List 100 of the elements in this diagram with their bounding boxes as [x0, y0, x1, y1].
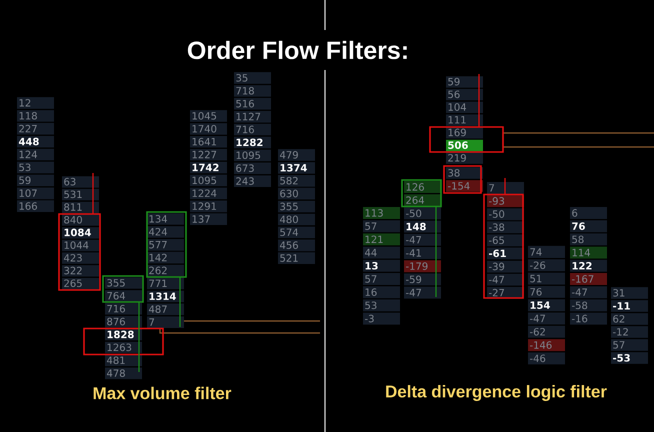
node-label: 111 [448, 116, 466, 124]
node-label: 59 [19, 176, 31, 184]
node-label: 718 [236, 86, 254, 95]
node-label: 57 [365, 222, 376, 230]
node-label: 57 [365, 275, 376, 283]
node-label: 124 [20, 150, 38, 158]
node-label: 487 [148, 305, 167, 313]
title: Order Flow Filters: [188, 40, 407, 60]
node-label: 771 [149, 280, 167, 287]
node-label: 516 [236, 100, 254, 108]
node-label: -26 [530, 261, 546, 270]
node-label: 122 [572, 262, 592, 270]
node-label: 355 [280, 202, 298, 210]
node-label: 59 [448, 78, 460, 86]
footprint-column: 355 764 716 876 1828 1263 481 478 [105, 277, 142, 380]
node-label: 76 [572, 222, 585, 230]
node-label: -65 [488, 236, 504, 244]
node-label: -46 [530, 354, 546, 362]
panel-caption: Delta divergence logic filter [386, 385, 607, 401]
node-label: 1044 [64, 241, 88, 249]
node-label: 840 [64, 216, 82, 224]
node-label: 574 [280, 228, 298, 236]
node-label: 531 [64, 190, 82, 198]
node-label: 322 [64, 266, 82, 274]
node-label: 811 [64, 203, 82, 211]
node-label: 265 [64, 279, 82, 288]
node-label: 764 [107, 292, 126, 300]
node-label: 478 [106, 369, 125, 377]
node-label: 423 [64, 254, 82, 262]
footprint-column: 74 -26 51 76 154 -47 -62 -146 -46 [528, 246, 565, 364]
node-label: -41 [406, 249, 421, 257]
node-label: 137 [192, 215, 210, 223]
node-label: 6 [572, 209, 578, 217]
node-label: 876 [107, 318, 125, 326]
node-label: -16 [572, 314, 588, 322]
node-label: 582 [280, 176, 298, 184]
node-label: -47 [488, 276, 504, 284]
node-label: -47 [572, 288, 587, 296]
node-label: 107 [20, 189, 37, 197]
node-label: -146 [530, 341, 552, 349]
node-label: -179 [406, 262, 428, 270]
node-label: 58 [572, 236, 584, 244]
node-label: 1314 [150, 292, 176, 300]
footprint-column: 12 118 227 448 124 53 59 107 166 [17, 97, 54, 212]
node-label: 716 [236, 126, 254, 134]
footprint-column: 35 718 516 1127 716 1282 1095 673 243 [234, 72, 271, 187]
node-label: -61 [489, 250, 506, 258]
node-label: -50 [406, 210, 422, 218]
node-label: 1282 [236, 138, 262, 146]
node-label: 577 [149, 241, 167, 248]
node-label: -47 [406, 236, 421, 244]
footprint-column: 126 264 -50 148 -47 -41 -179 -59 -47 [404, 181, 441, 299]
node-label: 1127 [236, 112, 260, 120]
node-label: -12 [612, 328, 628, 336]
node-label: -47 [530, 314, 545, 322]
node-label: 1828 [108, 330, 134, 338]
node-label: 1224 [192, 189, 216, 197]
node-label: 1374 [280, 164, 307, 172]
node-label: 166 [20, 202, 37, 210]
node-label: 38 [448, 169, 460, 177]
node-label: 1641 [192, 138, 216, 146]
node-label: 104 [448, 103, 466, 111]
node-label: -167 [572, 275, 594, 283]
node-label: -53 [613, 354, 630, 362]
node-label: 142 [150, 254, 167, 262]
footprint-column: 1045 1740 1641 1227 1742 1095 1224 1291 137 [190, 110, 227, 225]
node-label: 264 [406, 196, 424, 204]
node-label: 262 [149, 266, 167, 274]
node-label: 7 [149, 318, 154, 326]
node-label: 716 [107, 304, 125, 312]
node-label: 1084 [64, 228, 91, 236]
node-label: -58 [572, 302, 588, 310]
node-label: 76 [530, 288, 542, 296]
node-label: 16 [366, 288, 377, 296]
node-label: 62 [613, 315, 624, 323]
node-label: 7 [489, 184, 494, 192]
node-label: 53 [365, 302, 376, 310]
node-label: 134 [150, 215, 168, 223]
node-label: 1095 [192, 176, 216, 184]
node-label: 1095 [236, 151, 260, 160]
node-label: -50 [488, 210, 504, 218]
footprint-column: 63 531 811 840 1084 1044 423 322 265 [62, 176, 99, 290]
node-label: 1291 [192, 202, 216, 210]
node-label: -62 [530, 328, 545, 336]
node-label: -3 [364, 314, 374, 322]
footprint-column: 6 76 58 114 122 -167 -47 -58 -16 [570, 207, 607, 325]
node-label: 227 [19, 124, 37, 132]
node-label: 57 [613, 341, 624, 349]
node-label: 630 [280, 190, 298, 198]
node-label: 13 [366, 262, 378, 270]
node-label: 51 [530, 274, 542, 282]
footprint-column: 7 -93 -50 -38 -65 -61 -39 -47 -27 [487, 182, 524, 299]
node-label: 1742 [192, 164, 218, 172]
node-label: 1740 [192, 124, 216, 133]
node-label: 1227 [192, 150, 216, 158]
node-label: 481 [106, 356, 125, 364]
node-label: 63 [64, 178, 76, 186]
node-label: -59 [406, 276, 422, 284]
node-label: 154 [530, 302, 550, 309]
node-label: 113 [366, 209, 383, 217]
